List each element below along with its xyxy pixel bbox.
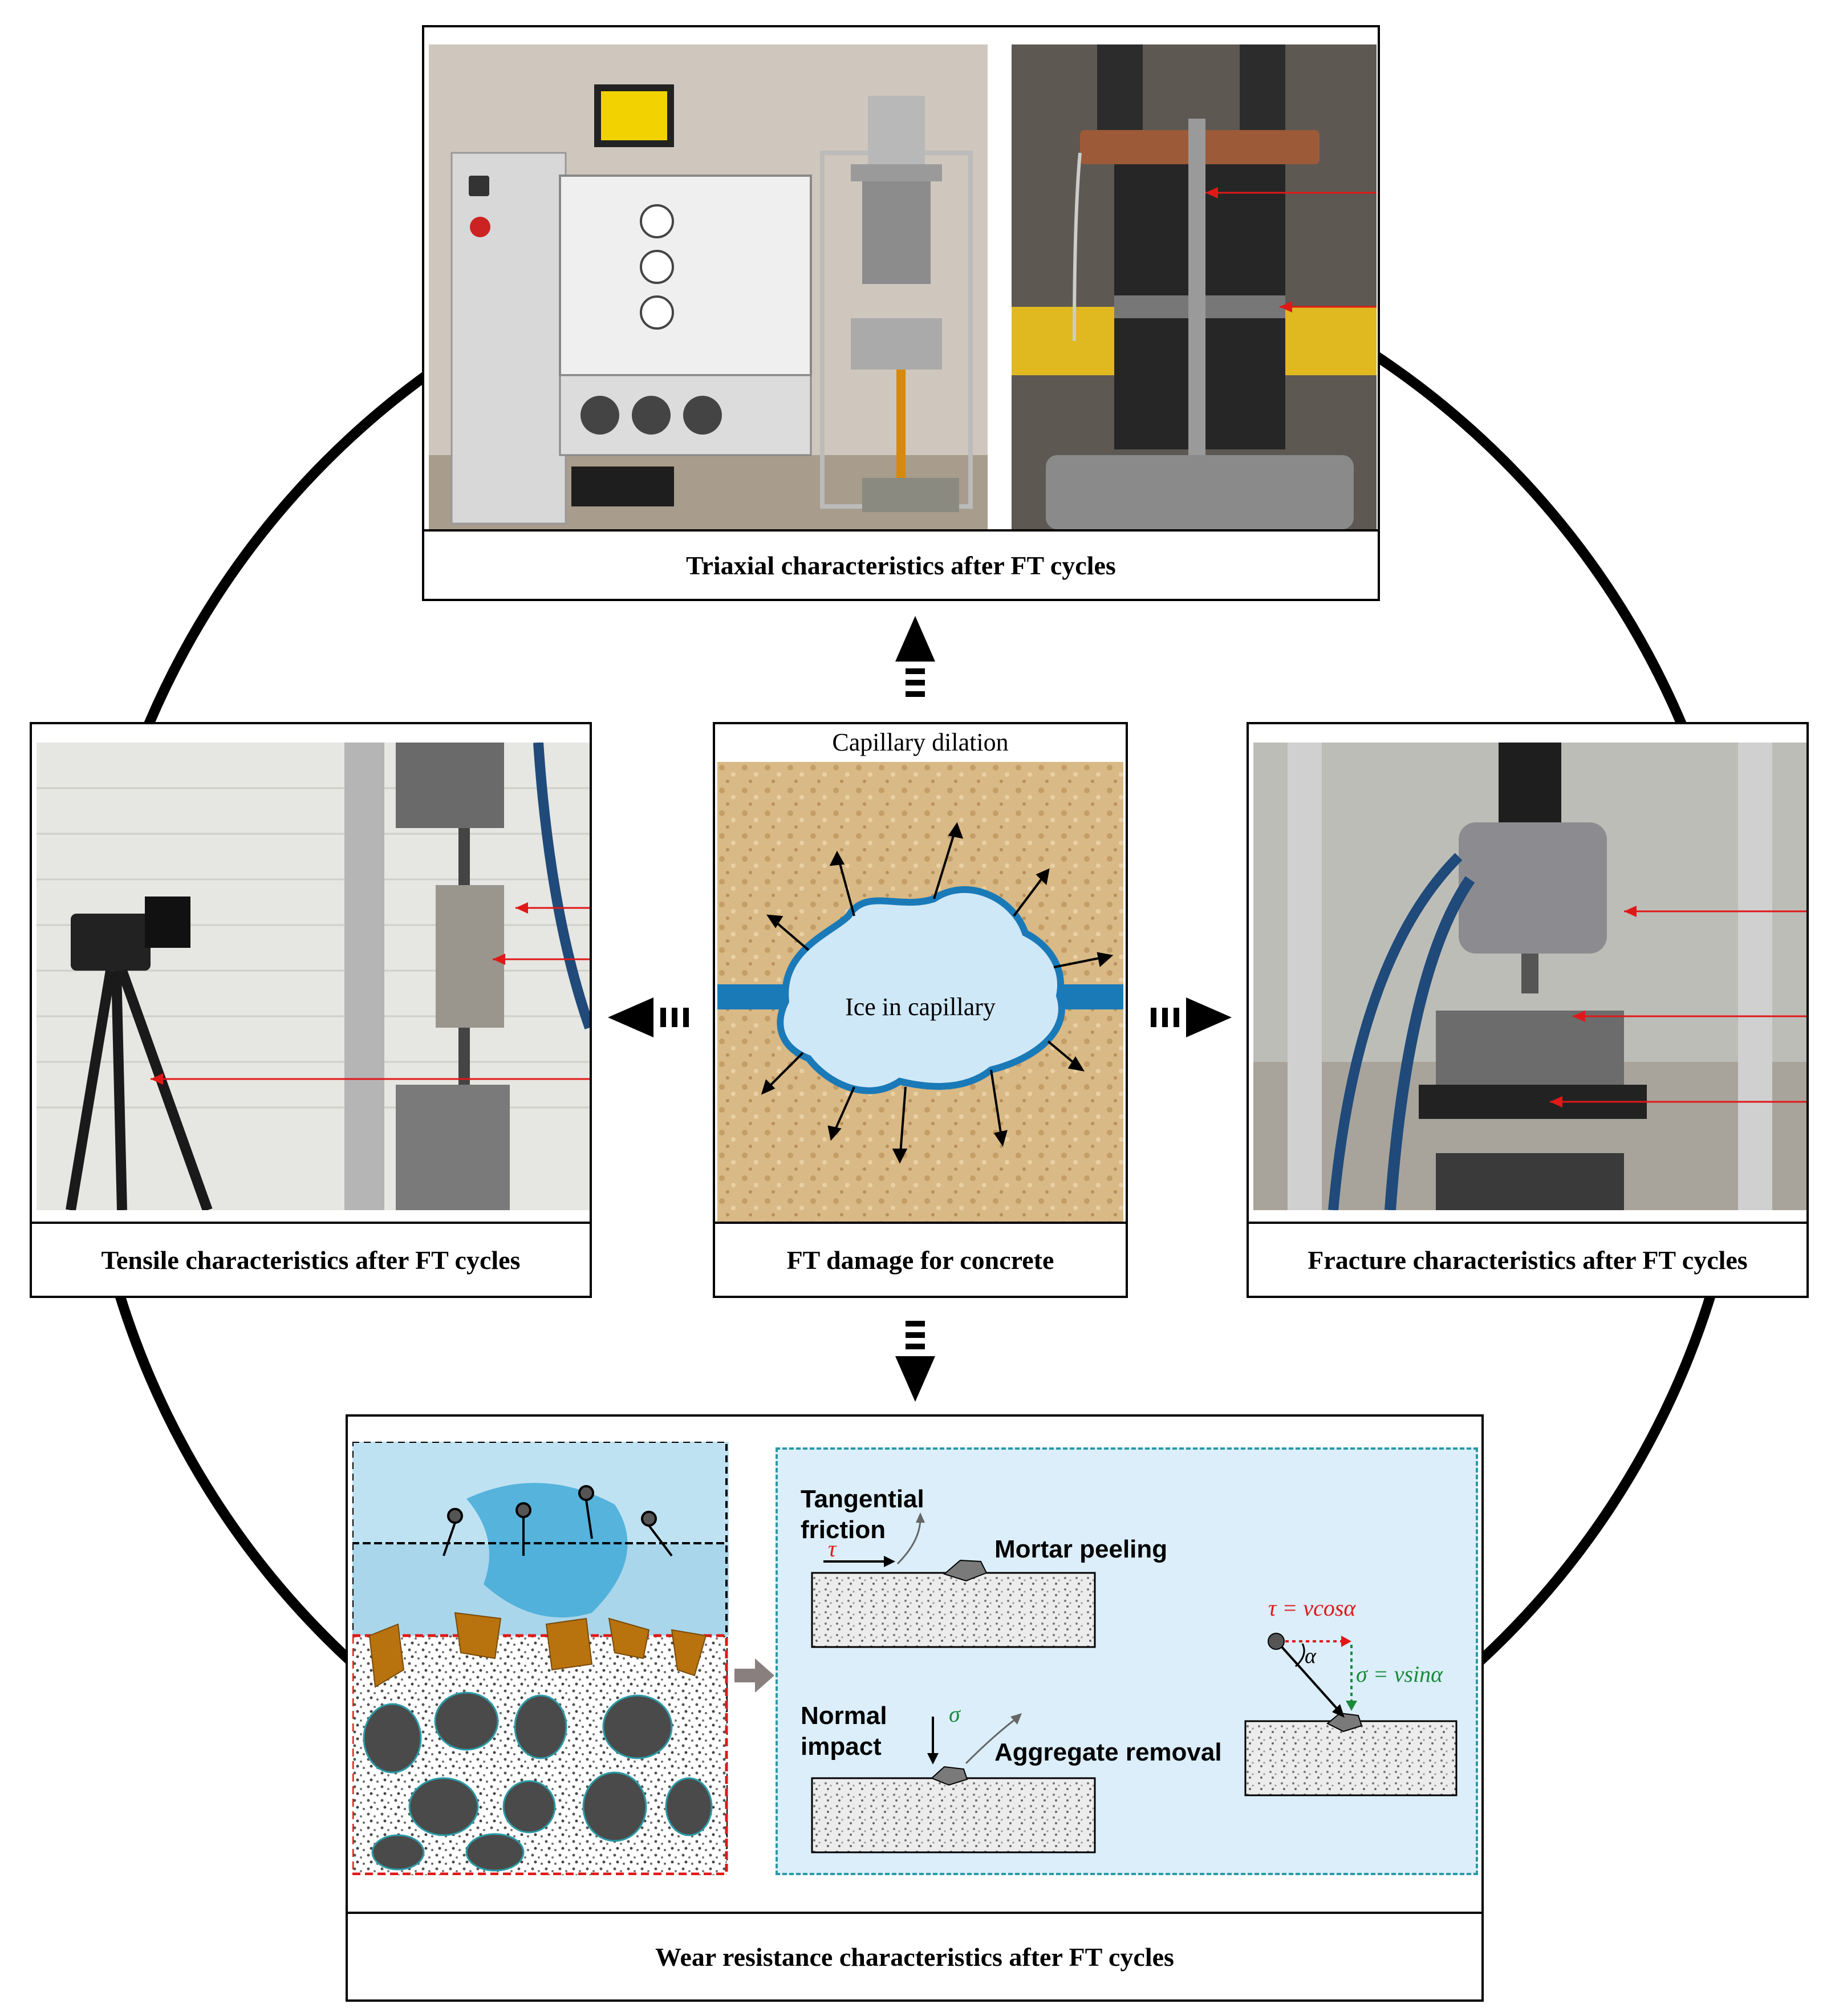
- mortar-peeling-label: Mortar peeling: [994, 1535, 1168, 1563]
- wear-caption: Wear resistance characteristics after FT…: [348, 1912, 1481, 1999]
- triaxial-apparatus-photo: [429, 44, 988, 529]
- capillary-illustration: [717, 762, 1123, 1222]
- triaxial-panel: Triaxial characteristics after FT cycles: [422, 25, 1380, 601]
- tensile-panel: Tensile characteristics after FT cycles: [30, 722, 592, 1298]
- normal-impact-line2: impact: [801, 1733, 882, 1761]
- sigma-formula: σ = vsinα: [1356, 1661, 1443, 1687]
- arrow-down-icon: [895, 1321, 935, 1402]
- aggregate-removal-label: Aggregate removal: [994, 1738, 1222, 1766]
- tangential-friction-line1: Tangential: [801, 1485, 924, 1513]
- alpha-symbol: α: [1305, 1644, 1316, 1668]
- wear-mechanism-panel: Tangential friction τ Mortar peeling Nor…: [776, 1447, 1478, 1875]
- capillary-dilation-header: Capillary dilation: [832, 728, 1009, 756]
- wear-panel: Tangential friction τ Mortar peeling Nor…: [346, 1414, 1484, 2002]
- tau-symbol: τ: [828, 1536, 837, 1561]
- arrow-left-icon: [608, 997, 689, 1037]
- triaxial-cell-photo: [1012, 44, 1377, 529]
- ft-damage-caption: FT damage for concrete: [715, 1222, 1126, 1296]
- ft-damage-panel: Capillary dilation: [713, 722, 1128, 1298]
- sigma-symbol: σ: [949, 1701, 960, 1727]
- tangential-friction-line2: friction: [801, 1516, 886, 1544]
- ice-in-capillary-label: Ice in capillary: [845, 993, 996, 1021]
- tau-formula: τ = vcosα: [1268, 1595, 1356, 1621]
- triaxial-caption: Triaxial characteristics after FT cycles: [424, 529, 1378, 599]
- tensile-caption: Tensile characteristics after FT cycles: [32, 1222, 590, 1296]
- arrow-right-gray-icon: [734, 1658, 774, 1693]
- fracture-test-photo: [1253, 743, 1806, 1210]
- wear-erosion-illustration: [352, 1442, 729, 1875]
- normal-impact-label: Normal impact: [801, 1701, 887, 1762]
- arrow-up-icon: [895, 616, 935, 697]
- fracture-caption: Fracture characteristics after FT cycles: [1249, 1222, 1806, 1296]
- tangential-friction-label: Tangential friction: [801, 1484, 924, 1546]
- wear-mechanism-diagram: [811, 1512, 1458, 1853]
- tensile-test-photo: [36, 743, 590, 1210]
- fracture-panel: Fracture characteristics after FT cycles: [1247, 722, 1809, 1298]
- arrow-right-icon: [1151, 997, 1232, 1037]
- normal-impact-line1: Normal: [801, 1702, 887, 1730]
